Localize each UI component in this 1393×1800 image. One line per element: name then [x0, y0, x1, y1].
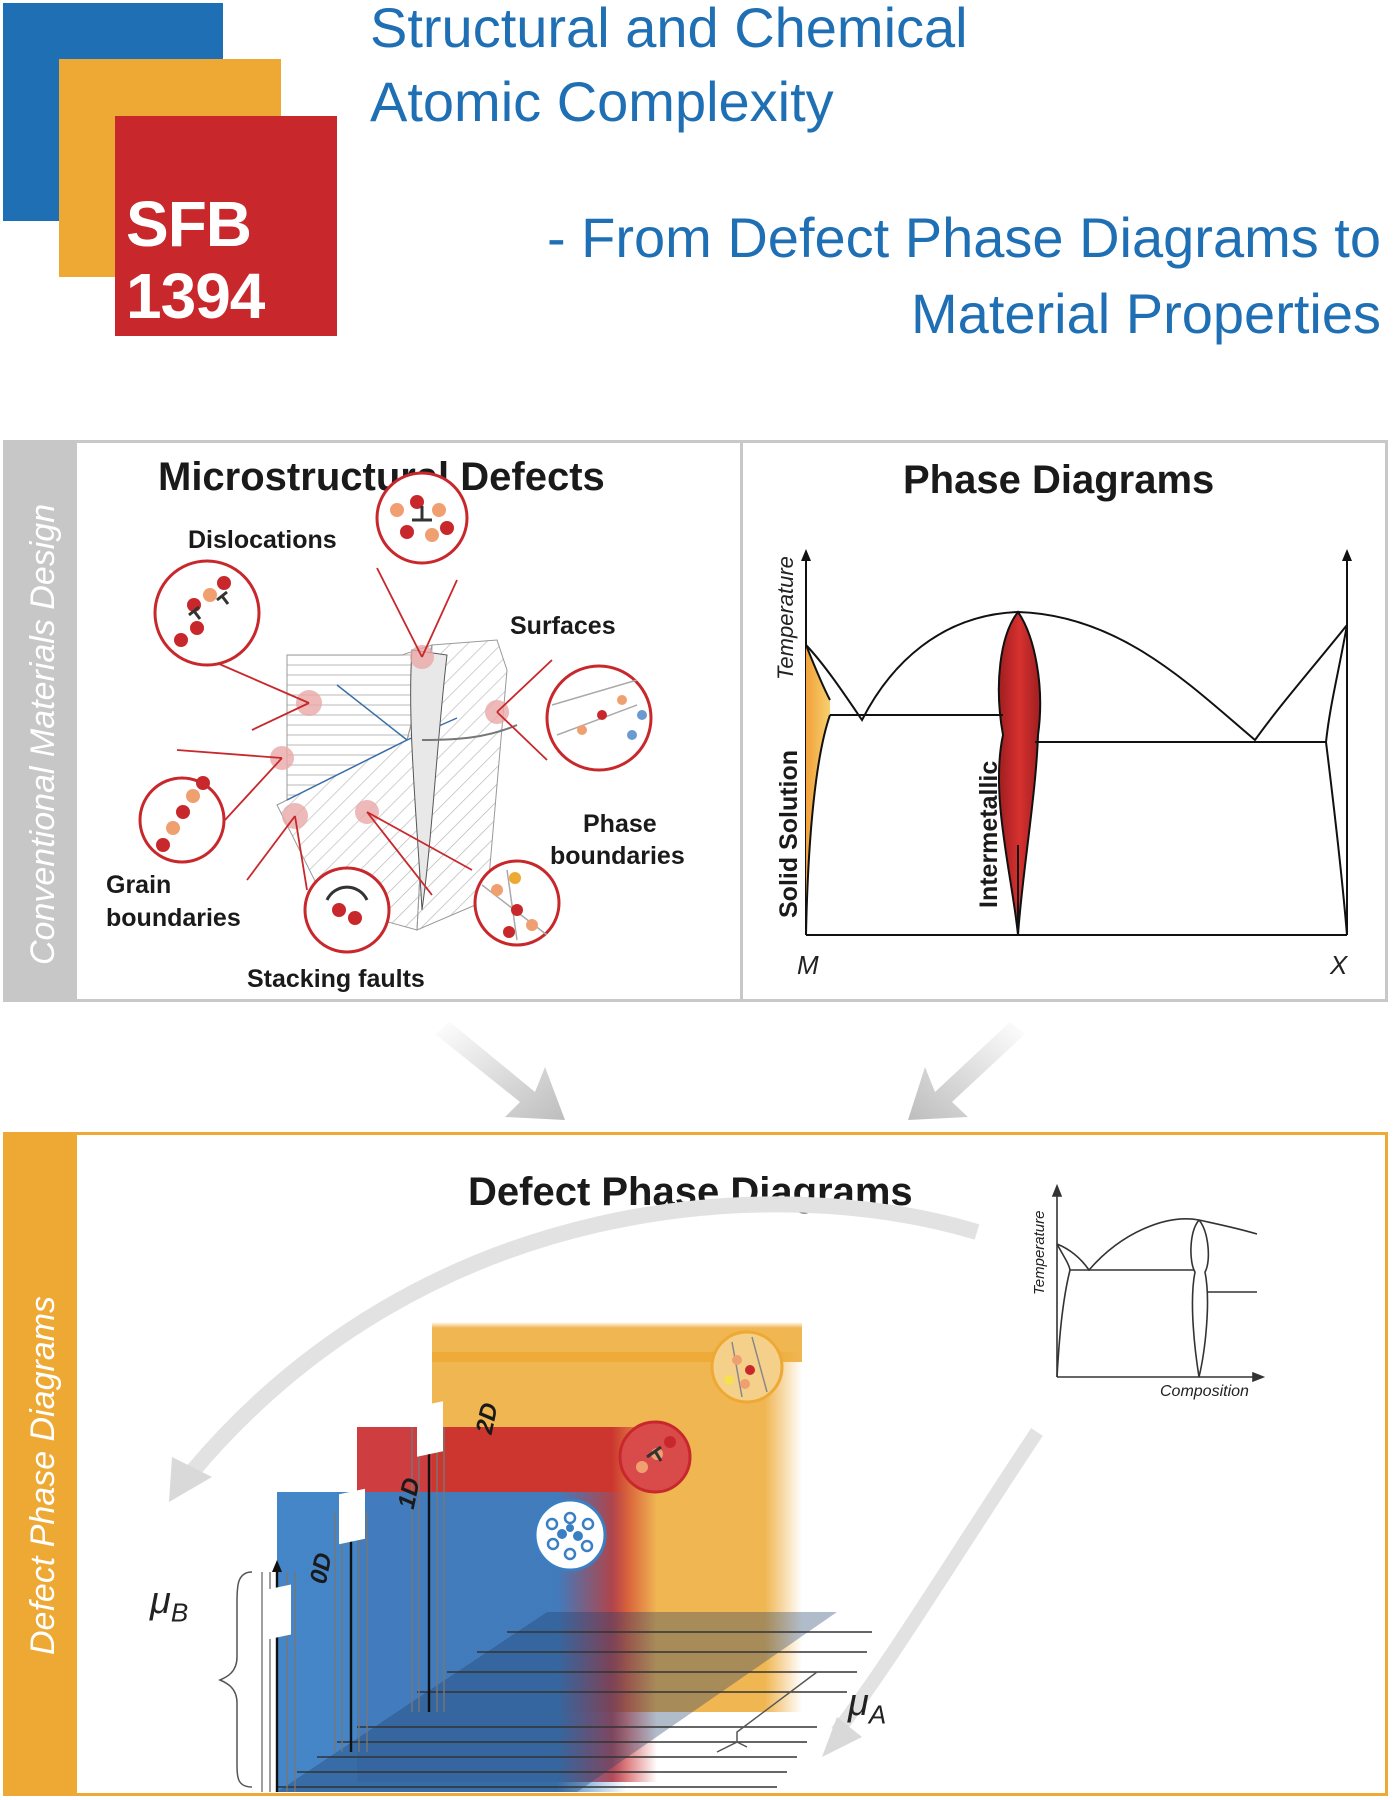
magnifier-dislocation-top	[375, 471, 469, 565]
dim-label-1d: 1D	[392, 1475, 426, 1512]
bottom-side-label: Defect Phase Diagrams	[24, 1295, 62, 1655]
dpd-circle-1d	[618, 1420, 692, 1494]
magnifier-phase-boundary	[473, 859, 561, 947]
dpd-circle-2d	[710, 1330, 784, 1404]
inset-phase-diagram	[1051, 1183, 1266, 1383]
label-phase-boundaries-1: Phase	[583, 810, 657, 838]
inset-ylabel: Temperature	[1031, 1210, 1048, 1296]
curved-arrow-left	[185, 1196, 980, 1478]
title-line1: Structural and Chemical	[370, 0, 968, 59]
mu-a-subscript: A	[868, 1699, 887, 1730]
label-grain-boundaries-1: Grain	[106, 871, 172, 899]
defects-illustration	[138, 471, 653, 954]
mu-a-brace	[716, 1671, 818, 1753]
magnifier-grain-boundary	[138, 776, 226, 864]
mu-b-symbol: μ	[150, 1580, 171, 1622]
label-stacking-faults: Stacking faults	[247, 965, 425, 993]
logo-red-square	[115, 116, 337, 336]
magnifier-dislocation-left	[153, 559, 261, 667]
mu-b-label: μB	[150, 1580, 188, 1629]
pd-solid-solution-region	[806, 645, 830, 935]
magnifier-surface	[545, 664, 653, 772]
label-phase-boundaries-2: boundaries	[550, 842, 685, 870]
pd-ylabel: Temperature	[773, 556, 798, 680]
dpd-illustration	[169, 1183, 1266, 1792]
dpd-circle-0d	[533, 1498, 607, 1572]
label-surfaces: Surfaces	[510, 612, 616, 640]
pd-region-solid-solution: Solid Solution	[775, 749, 803, 918]
top-panel	[3, 440, 1388, 1002]
bottom-side-bar	[3, 1132, 77, 1796]
dim-label-2d: 2D	[470, 1400, 504, 1437]
arrow-left	[435, 1022, 565, 1120]
inset-xlabel: Composition	[1160, 1383, 1249, 1400]
pd-x-left: M	[797, 950, 819, 980]
top-side-label: Conventional Materials Design	[24, 503, 62, 965]
arrow-right	[908, 1022, 1025, 1120]
magnifier-stacking-fault	[303, 866, 391, 954]
top-panel-divider	[740, 440, 743, 1002]
phase-diagram-title: Phase Diagrams	[903, 458, 1215, 502]
mu-a-symbol: μ	[848, 1682, 869, 1724]
mu-b-subscript: B	[170, 1597, 189, 1628]
flow-arrows	[435, 1022, 1025, 1120]
logo-line1: SFB	[126, 188, 252, 260]
pd-liquidus	[805, 610, 1348, 742]
title-line2: Atomic Complexity	[370, 70, 834, 133]
mu-a-label: μA	[848, 1682, 886, 1731]
dim-label-0d: 0D	[304, 1550, 338, 1587]
pd-region-intermetallic: Intermetallic	[975, 760, 1003, 908]
mu-b-brace	[218, 1571, 253, 1788]
phase-diagram	[801, 549, 1352, 936]
top-side-bar	[3, 440, 77, 1002]
crack-surface	[410, 649, 448, 911]
label-dislocations: Dislocations	[188, 526, 337, 554]
curved-arrow-right	[831, 1428, 1043, 1737]
title-line4: Material Properties	[911, 282, 1381, 345]
logo-text: SFB 1394	[126, 188, 265, 332]
title-line3: - From Defect Phase Diagrams to	[546, 206, 1381, 269]
label-grain-boundaries-2: boundaries	[106, 904, 241, 932]
logo-line2: 1394	[126, 260, 265, 332]
pd-x-right: X	[1330, 950, 1348, 980]
defects-title: Microstructural Defects	[158, 455, 605, 499]
